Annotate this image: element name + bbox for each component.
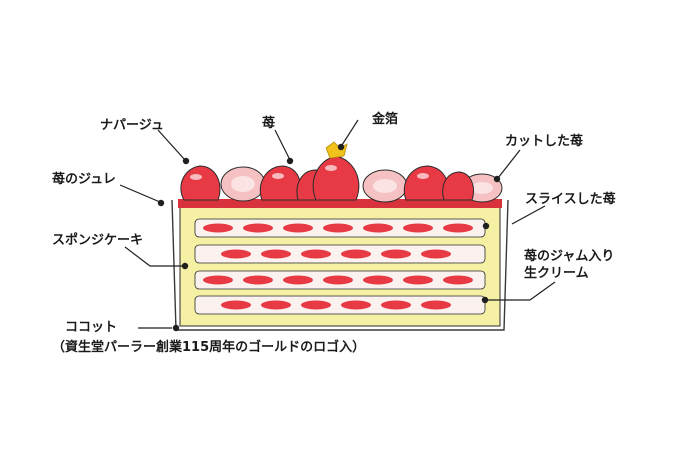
cut-strawberry-core (231, 176, 255, 192)
label-napage: ナパージュ (100, 118, 164, 134)
cut-strawberry-core (471, 182, 493, 194)
top-strawberries (181, 156, 502, 202)
strawberry-slice (323, 276, 353, 285)
strawberry-slice (421, 250, 451, 259)
strawberry-slice (221, 250, 251, 259)
label-sponge-cake: スポンジケーキ (52, 233, 143, 249)
shine (272, 173, 284, 179)
cut-strawberry-core (373, 179, 397, 193)
strawberry (443, 172, 474, 200)
leader-gold-leaf (342, 120, 358, 145)
strawberry (260, 166, 300, 200)
label-jam-cream-line1: 苺のジャム入り (524, 249, 614, 265)
strawberry-slice (381, 250, 411, 259)
leader-napage (158, 130, 185, 160)
shine (417, 173, 429, 179)
dot (338, 144, 344, 150)
leader-jam-cream (530, 282, 555, 300)
strawberry-slice (443, 276, 473, 285)
dot (482, 297, 488, 303)
leader-strawberry (275, 130, 290, 160)
strawberry-slice (363, 276, 393, 285)
label-strawberry: 苺 (262, 116, 275, 132)
shine (325, 165, 337, 171)
strawberry-slice (261, 301, 291, 310)
leader-sliced-strawberry (512, 206, 545, 224)
strawberry-slice (243, 224, 273, 233)
label-cocotte-note: （資生堂パーラー創業115周年のゴールドのロゴ入） (52, 340, 365, 356)
strawberry-slice (261, 250, 291, 259)
dot (183, 158, 189, 164)
label-sliced-strawberry: スライスした苺 (525, 192, 616, 208)
strawberry-slice (301, 301, 331, 310)
strawberry-slice (381, 301, 411, 310)
dot (483, 223, 489, 229)
strawberry-slice (443, 224, 473, 233)
strawberry-slice (283, 224, 313, 233)
strawberry (181, 166, 220, 200)
strawberry-slice (341, 250, 371, 259)
dot (158, 200, 164, 206)
strawberry (313, 156, 359, 200)
dot (494, 176, 500, 182)
strawberry-slice (301, 250, 331, 259)
strawberry-slice (403, 276, 433, 285)
dot (182, 263, 188, 269)
strawberry (404, 166, 448, 200)
strawberry-slice (421, 301, 451, 310)
label-jam-cream-line2: 生クリーム (524, 266, 589, 282)
strawberry-slice (221, 301, 251, 310)
strawberry-slice (363, 224, 393, 233)
leader-cut-strawberry (498, 150, 520, 178)
label-cocotte: ココット (65, 320, 117, 336)
strawberry-slice (243, 276, 273, 285)
label-strawberry-jelly: 苺のジュレ (52, 172, 116, 188)
strawberry-slice (203, 276, 233, 285)
dot (173, 325, 179, 331)
strawberry-slice (403, 224, 433, 233)
label-cut-strawberry: カットした苺 (505, 134, 583, 150)
shine (190, 174, 202, 180)
strawberry-slice (341, 301, 371, 310)
strawberry-slice (323, 224, 353, 233)
gold-leaf (326, 142, 347, 158)
strawberry-slice (203, 224, 233, 233)
strawberry-slice (283, 276, 313, 285)
label-gold-leaf: 金箔 (372, 112, 398, 128)
dot (287, 158, 293, 164)
leader-jelly (120, 185, 160, 202)
